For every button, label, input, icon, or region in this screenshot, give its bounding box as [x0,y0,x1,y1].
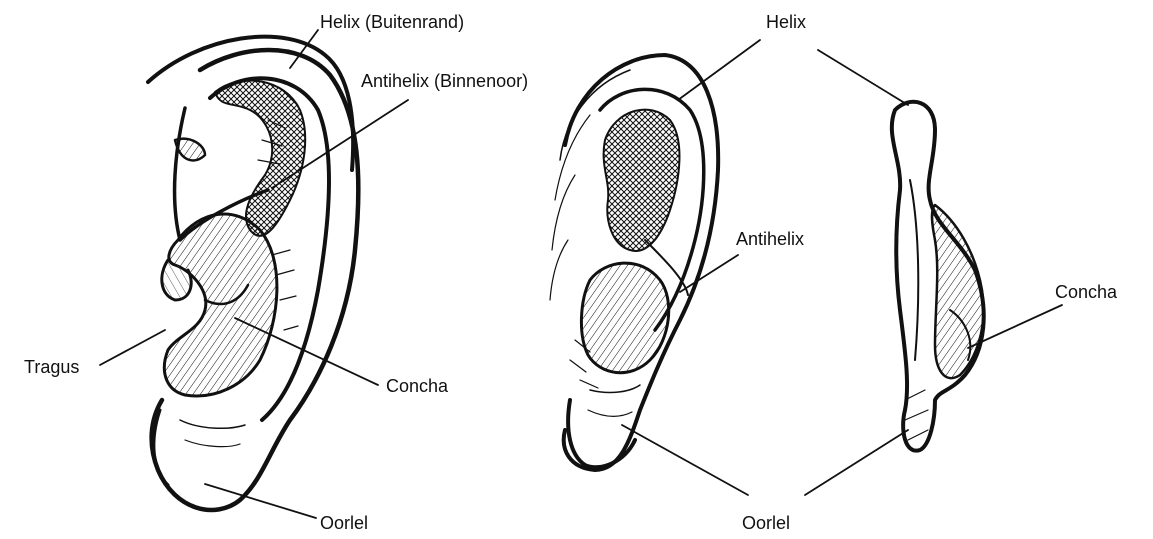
label-middle-antihelix: Antihelix [736,230,804,248]
label-left-oorlel: Oorlel [320,514,368,532]
leader-oorlel-middle [622,425,748,495]
middle-ear-drawing [550,55,718,470]
label-left-antihelix: Antihelix (Binnenoor) [361,72,528,90]
leader-helix-middle [678,40,760,100]
leader-helix-right [818,50,908,105]
label-left-helix: Helix (Buitenrand) [320,13,464,31]
leader-left-oorlel [205,484,316,518]
label-left-tragus: Tragus [24,358,79,376]
leader-oorlel-right [805,430,908,495]
label-right-oorlel: Oorlel [742,514,790,532]
leader-left-tragus [100,330,165,365]
left-ear-drawing [148,37,358,510]
label-left-concha: Concha [386,377,448,395]
right-ear-drawing [892,102,984,451]
label-right-helix: Helix [766,13,806,31]
label-right-concha: Concha [1055,283,1117,301]
